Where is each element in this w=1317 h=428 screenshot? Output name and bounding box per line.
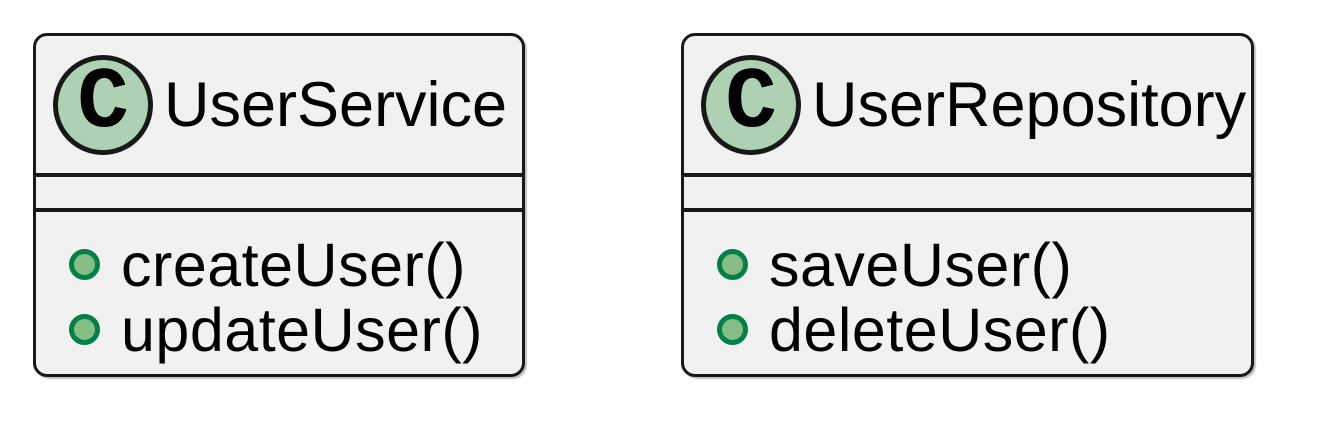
class-stereotype-letter: C	[725, 53, 777, 152]
methods-separator	[36, 208, 522, 212]
class-name: UserRepository	[812, 69, 1247, 140]
class-header: C UserService	[36, 36, 522, 173]
method-name: updateUser()	[121, 295, 483, 364]
fields-section-empty	[36, 177, 522, 208]
public-visibility-icon	[69, 249, 100, 280]
class-box-userrepository: C UserRepository saveUser() deleteUser()	[681, 33, 1254, 377]
fields-section-empty	[684, 177, 1251, 208]
public-visibility-icon	[717, 249, 748, 280]
header-separator	[36, 173, 522, 177]
header-separator	[684, 173, 1251, 177]
class-box-userservice: C UserService createUser() updateUser()	[33, 33, 525, 377]
methods-section: saveUser() deleteUser()	[684, 212, 1251, 374]
class-stereotype-letter: C	[77, 53, 129, 152]
method-name: saveUser()	[769, 230, 1073, 299]
method-row: deleteUser()	[717, 295, 1251, 364]
method-row: updateUser()	[69, 295, 522, 364]
methods-section: createUser() updateUser()	[36, 212, 522, 374]
class-stereotype-icon: C	[53, 53, 153, 155]
class-stereotype-icon: C	[701, 53, 801, 155]
method-row: createUser()	[69, 230, 522, 299]
public-visibility-icon	[717, 314, 748, 345]
class-name: UserService	[164, 69, 508, 140]
method-row: saveUser()	[717, 230, 1251, 299]
public-visibility-icon	[69, 314, 100, 345]
class-header: C UserRepository	[684, 36, 1251, 173]
method-name: createUser()	[121, 230, 466, 299]
method-name: deleteUser()	[769, 295, 1111, 364]
methods-separator	[684, 208, 1251, 212]
